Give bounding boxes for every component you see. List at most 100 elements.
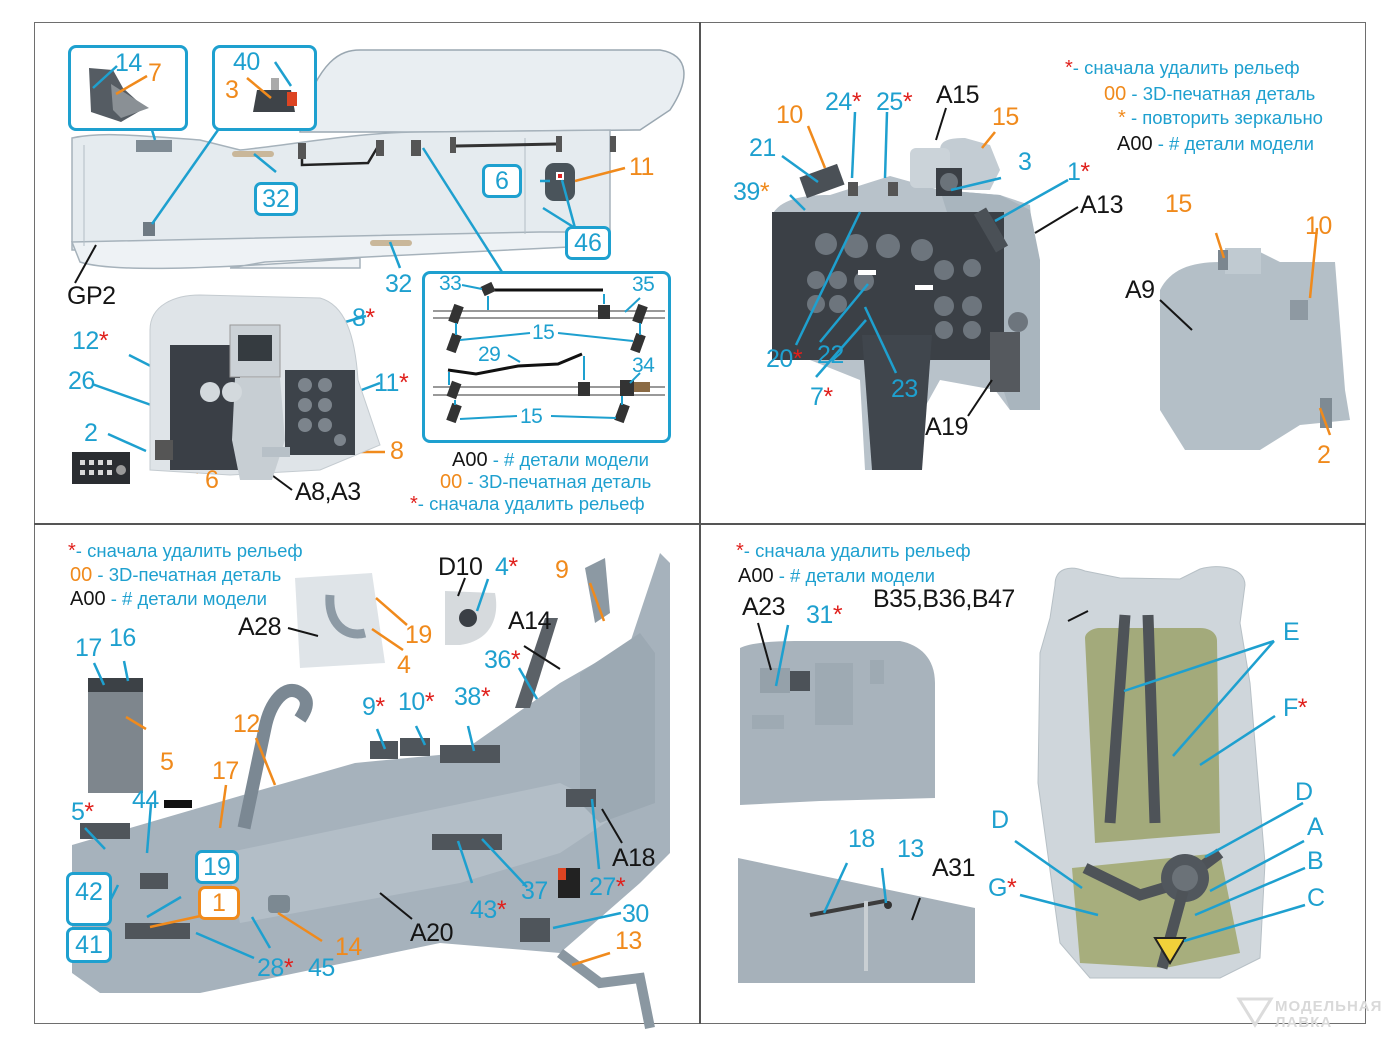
label-d10: D10 [438, 553, 483, 581]
label-gp2: GP2 [67, 282, 116, 310]
part-small [143, 222, 155, 236]
watermark-line1: МОДЕЛЬНАЯ [1275, 998, 1383, 1015]
label-32b: 32 [385, 270, 412, 298]
label-25-star: 25* [876, 88, 913, 116]
label-a19: A19 [925, 413, 968, 441]
label-29: 29 [478, 343, 501, 366]
label-g-star: G* [988, 874, 1017, 902]
label-14: 14 [335, 933, 362, 961]
label-12: 12 [233, 710, 260, 738]
label-37: 37 [521, 877, 548, 905]
label-7: 7 [148, 59, 162, 87]
label-c: C [1307, 884, 1325, 912]
panel1-drawing [70, 49, 685, 491]
panel-cockpit-tub: *- сначала удалить рельеф 00 - 3D-печатн… [0, 523, 700, 1029]
callout-box-1: 1 [198, 886, 240, 920]
callout-box-6: 6 [482, 164, 522, 198]
label-22: 22 [817, 341, 844, 369]
label-a18: A18 [612, 844, 655, 872]
label-a20: A20 [410, 919, 453, 947]
legend-remove-relief: *- сначала удалить рельеф [410, 493, 645, 515]
label-44: 44 [132, 786, 159, 814]
part-32 [232, 151, 274, 157]
hose-12 [237, 684, 313, 830]
legend-mirror: * - повторить зеркально [1118, 107, 1323, 129]
callout-box-32: 32 [254, 182, 298, 216]
legend-model-part: A00 - # детали модели [1117, 133, 1314, 155]
watermark-line2: ЛАВКА [1275, 1014, 1333, 1031]
label-15a: 15 [532, 321, 555, 344]
legend-model-part: A00 - # детали модели [452, 449, 649, 471]
label-1-star: 1* [1067, 158, 1090, 186]
warning-triangle [1153, 937, 1187, 965]
callout-box-19: 19 [195, 850, 239, 884]
label-11-star: 11* [374, 369, 409, 397]
label-9: 9 [555, 556, 569, 584]
label-36-star: 36* [484, 646, 521, 674]
label-34: 34 [632, 354, 655, 377]
watermark-logo-icon [1236, 997, 1274, 1028]
label-15-a9: 15 [1165, 190, 1192, 218]
inset2-drawing [246, 61, 297, 112]
label-30: 30 [622, 900, 649, 928]
label-19: 19 [405, 621, 432, 649]
label-10: 10 [776, 101, 803, 129]
callout-box-42: 42 [66, 872, 112, 926]
label-2: 2 [84, 419, 98, 447]
label-b: B [1307, 847, 1324, 875]
legend-remove-relief: *- сначала удалить рельеф [1065, 57, 1300, 79]
legend-remove-relief: *- сначала удалить рельеф [68, 540, 303, 562]
part-1 [973, 207, 1009, 253]
legend-remove-relief: *- сначала удалить рельеф [736, 540, 971, 562]
callout-box-46: 46 [565, 226, 611, 260]
label-31-star: 31* [806, 601, 843, 629]
label-a: A [1307, 813, 1324, 841]
inset-panel-14-7: 14 7 [68, 45, 188, 131]
label-33: 33 [439, 272, 462, 295]
label-a14: A14 [508, 607, 551, 635]
part-21 [799, 163, 845, 199]
label-8-star: 8* [352, 304, 375, 332]
label-f-star: F* [1283, 694, 1308, 722]
label-38-star: 38* [454, 683, 491, 711]
label-39-mirror: 39* [733, 178, 770, 206]
label-24-star: 24* [825, 88, 862, 116]
label-b35-b36-b47: B35,B36,B47 [873, 585, 1015, 613]
horizontal-divider [34, 523, 1366, 525]
panel-a31 [738, 858, 975, 983]
label-20-star: 20* [766, 345, 803, 373]
label-2-a9: 2 [1317, 441, 1331, 469]
panel4-drawing [738, 566, 1306, 983]
inset1-drawing [89, 65, 149, 122]
part-5-box [88, 688, 143, 793]
dash-panel-left [170, 345, 240, 470]
label-4: 4 [397, 651, 411, 679]
label-a31: A31 [932, 854, 975, 882]
panel2-drawing [772, 107, 1350, 470]
label-18: 18 [848, 825, 875, 853]
label-a23: A23 [742, 593, 785, 621]
inset-panel-40-3: 40 3 [212, 45, 317, 131]
panel-canopy-and-dash: 14 7 40 3 32 6 11 46 GP2 32 33 35 15 29 … [0, 0, 700, 523]
label-14: 14 [115, 49, 142, 77]
label-12-star: 12* [72, 327, 109, 355]
harness-straps [1104, 614, 1161, 824]
label-17-box: 17 [75, 634, 102, 662]
label-13: 13 [897, 835, 924, 863]
label-e: E [1283, 618, 1300, 646]
legend-model-part: A00 - # детали модели [70, 588, 267, 610]
canopy-shape [299, 49, 685, 133]
part-36 [515, 618, 558, 708]
canopy-lower-rail [70, 231, 611, 270]
label-45: 45 [308, 954, 335, 982]
legend-printed-part: 00 - 3D-печатная деталь [70, 564, 282, 586]
label-11: 11 [629, 153, 654, 181]
label-9-star: 9* [362, 693, 385, 721]
label-10-a9: 10 [1305, 212, 1332, 240]
label-d-left: D [991, 806, 1009, 834]
label-26: 26 [68, 367, 95, 395]
panel-seat: *- сначала удалить рельеф A00 - # детали… [700, 523, 1400, 1031]
legend-printed-part: 00 - 3D-печатная деталь [1104, 83, 1316, 105]
label-a13: A13 [1080, 191, 1123, 219]
label-3: 3 [225, 76, 239, 104]
